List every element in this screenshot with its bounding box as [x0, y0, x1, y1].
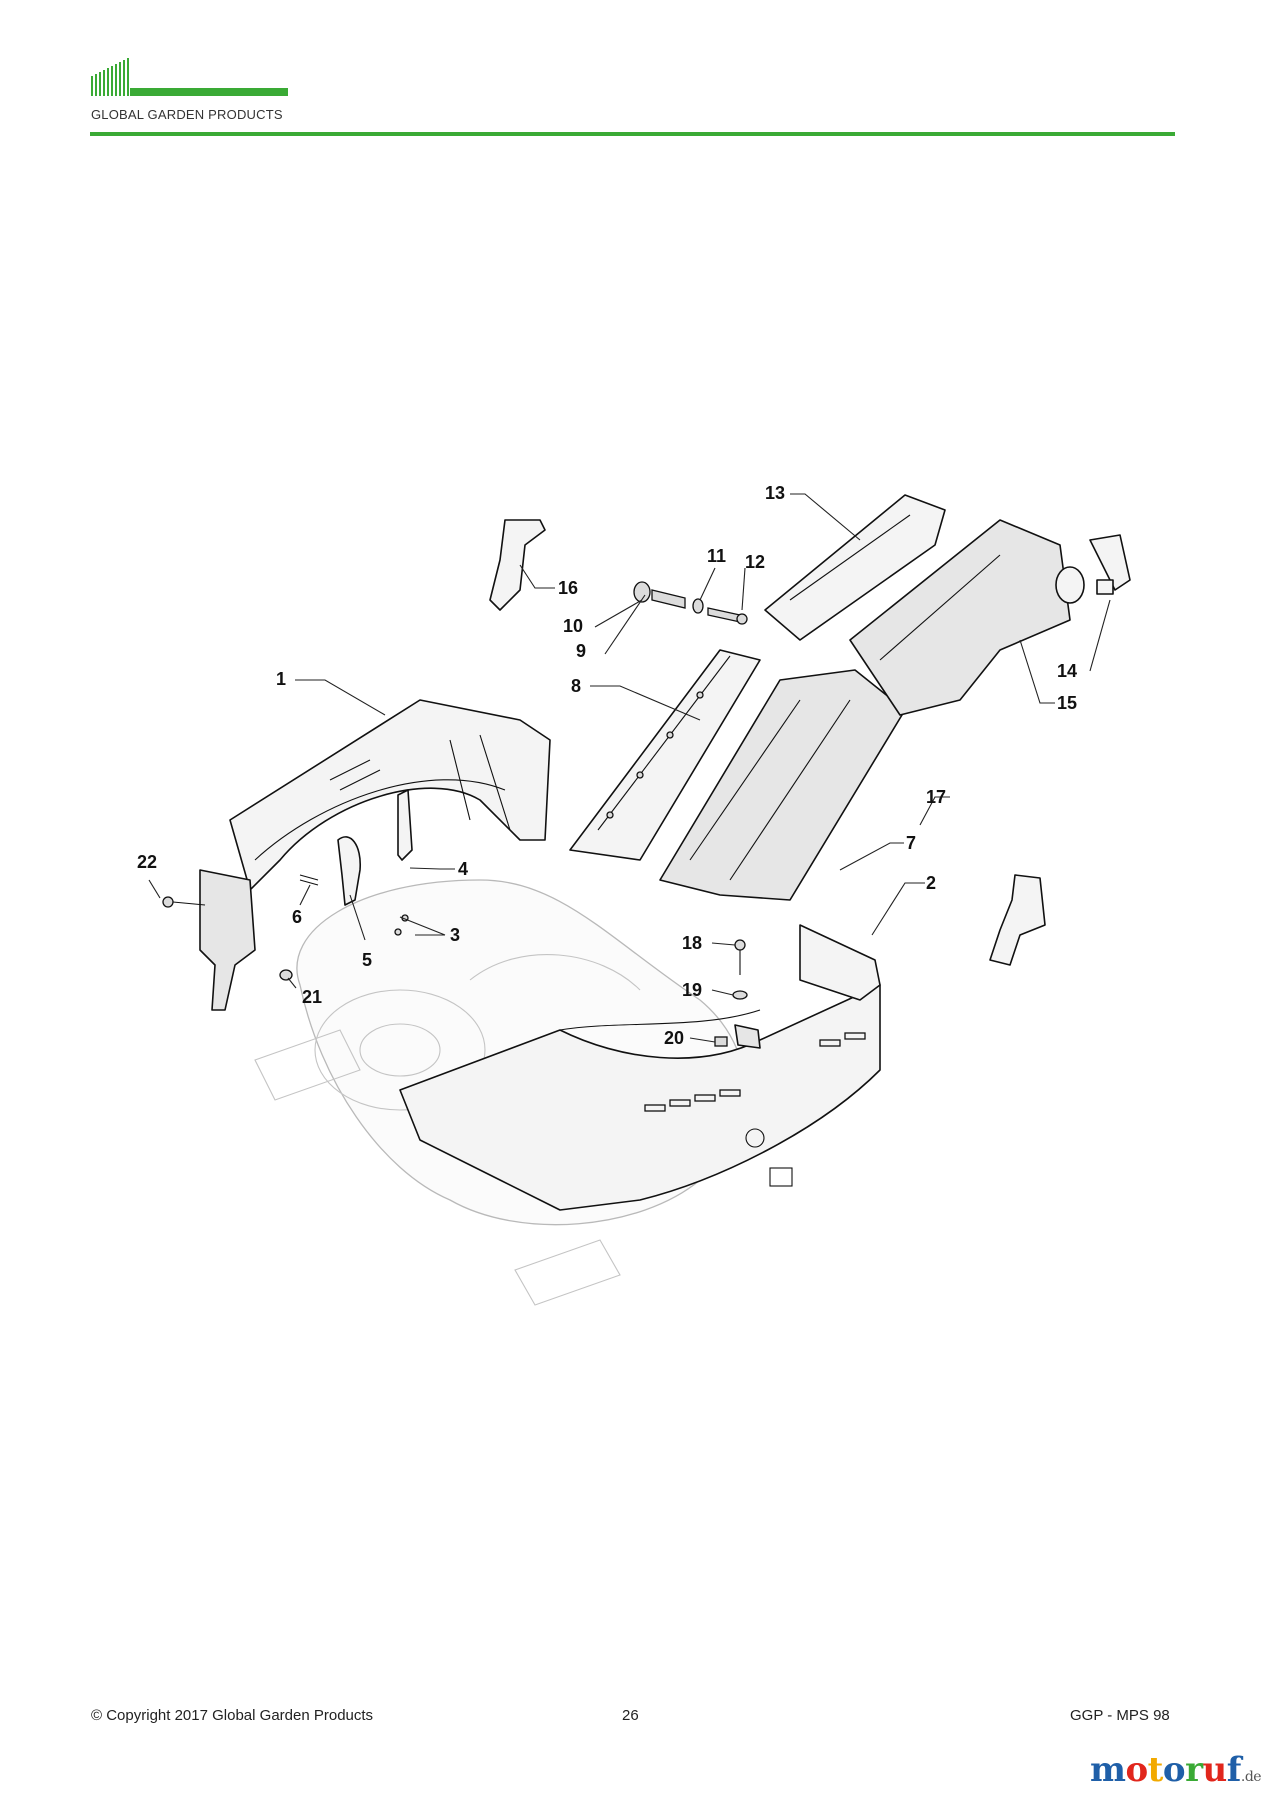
callout-20: 20	[664, 1028, 684, 1048]
part-17-bracket	[989, 874, 1046, 966]
callout-21: 21	[302, 987, 322, 1007]
part-15-chute-outlet	[849, 519, 1085, 716]
callout-9: 9	[576, 641, 586, 661]
parts-9-12-pin-hardware	[633, 581, 748, 625]
callout-1: 1	[276, 669, 286, 689]
callout-5: 5	[362, 950, 372, 970]
callout-12: 12	[745, 552, 765, 572]
part-16-bracket	[489, 519, 546, 611]
parts-18-19-20-hardware	[714, 939, 761, 1049]
callout-6: 6	[292, 907, 302, 927]
page-number: 26	[622, 1707, 639, 1724]
motoruf-watermark: motoruf.de	[1090, 1750, 1262, 1790]
wm-letter: r	[1185, 1750, 1203, 1790]
brand-name: GLOBAL GARDEN PRODUCTS	[91, 107, 283, 122]
callout-18: 18	[682, 933, 702, 953]
wm-letter: m	[1090, 1750, 1126, 1790]
callout-14: 14	[1057, 661, 1077, 681]
callout-3: 3	[450, 925, 460, 945]
callout-19: 19	[682, 980, 702, 1000]
part-8-hinged-flap	[569, 649, 761, 861]
callout-4: 4	[458, 859, 468, 879]
callout-13: 13	[765, 483, 785, 503]
document-code: GGP - MPS 98	[1070, 1707, 1170, 1724]
copyright-text: © Copyright 2017 Global Garden Products	[91, 1707, 374, 1724]
part-21-washer	[279, 969, 293, 981]
wm-tld: .de	[1240, 1769, 1262, 1785]
callout-16: 16	[558, 578, 578, 598]
part-14-clip	[1089, 534, 1131, 595]
header-rule	[90, 132, 1175, 136]
leader-lines	[148, 493, 1111, 1043]
part-22-side-bracket	[162, 869, 256, 1011]
callout-10: 10	[563, 616, 583, 636]
callout-labels: 1 2 3 4 5 6 7 8 9 10 11 12 13 14 15 16 1…	[137, 483, 1077, 1048]
callout-15: 15	[1057, 693, 1077, 713]
callout-11: 11	[707, 546, 726, 566]
callout-22: 22	[137, 852, 157, 872]
callout-17: 17	[926, 787, 946, 807]
wm-letter: u	[1202, 1750, 1228, 1790]
wm-letter: o	[1162, 1750, 1186, 1790]
wm-letter: f	[1226, 1750, 1242, 1790]
callout-8: 8	[571, 676, 581, 696]
callout-2: 2	[926, 873, 936, 893]
part-1-left-housing	[229, 699, 551, 891]
parts-4-5-6-levers	[299, 789, 413, 936]
wm-letter: o	[1125, 1750, 1148, 1790]
ggp-logo-icon	[91, 58, 288, 96]
callout-7: 7	[906, 833, 916, 853]
wm-letter: t	[1147, 1750, 1164, 1790]
part-13-upper-flap	[764, 494, 946, 641]
